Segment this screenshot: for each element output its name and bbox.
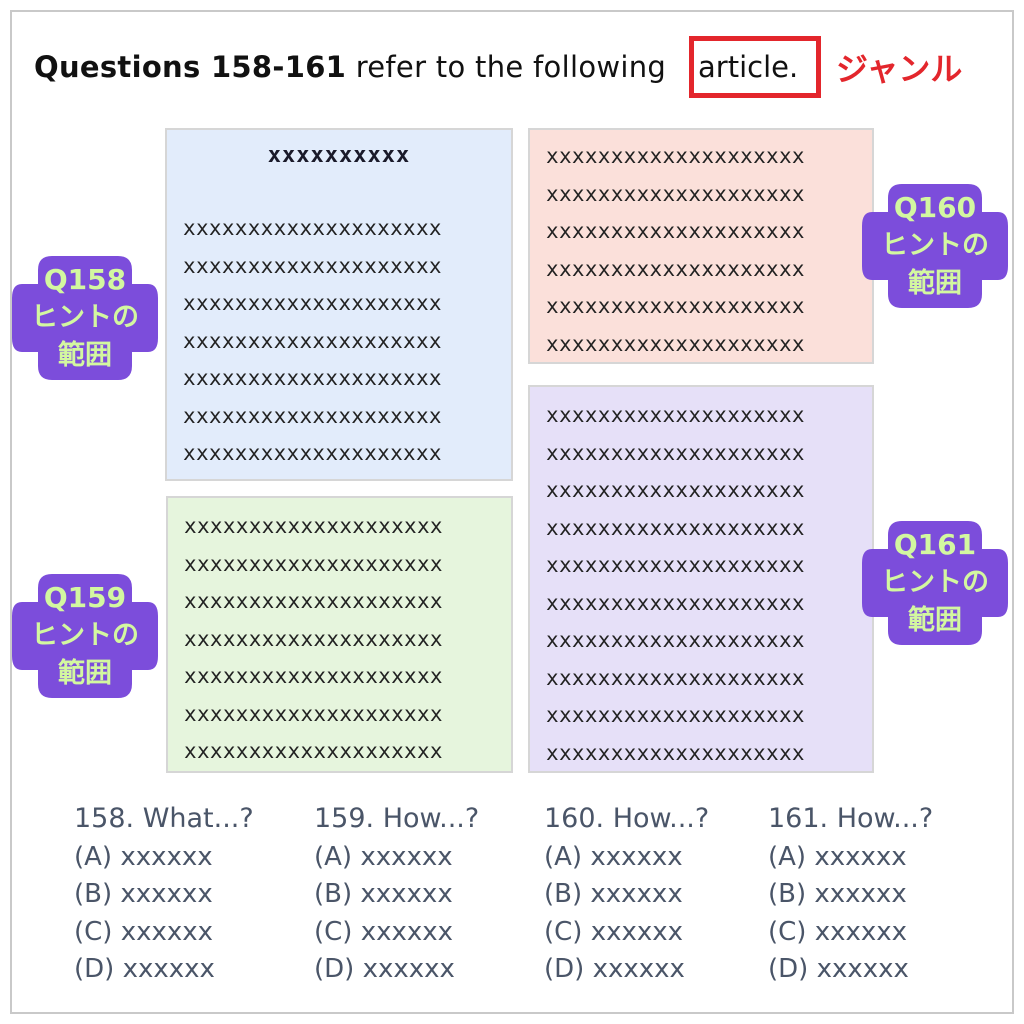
passage-line: xxxxxxxxxxxxxxxxxxxx (184, 739, 443, 763)
answer-choice-a[interactable]: (A) xxxxxx (768, 841, 907, 872)
hint-badge-q158: Q158 ヒントの 範囲 (8, 250, 162, 386)
hint-text: ヒントの (881, 230, 989, 261)
answer-choice-c[interactable]: (C) xxxxxx (74, 916, 214, 947)
heading-question-range: Questions 158-161 (34, 50, 347, 84)
passage-line: xxxxxxxxxxxxxxxxxxxx (546, 628, 805, 652)
question-stem: 160. How...? (544, 803, 710, 834)
hint-text: ヒントの (881, 567, 989, 598)
passage-block-q161: xxxxxxxxxxxxxxxxxxxx xxxxxxxxxxxxxxxxxxx… (528, 385, 874, 773)
answer-choice-c[interactable]: (C) xxxxxx (768, 916, 908, 947)
passage-line: xxxxxxxxxxxxxxxxxxxx (546, 403, 805, 427)
hint-text: ヒントの (31, 620, 139, 651)
hint-question-number: Q159 (43, 581, 127, 614)
hint-badge-q160: Q160 ヒントの 範囲 (858, 178, 1012, 314)
hint-badge-shape (12, 256, 158, 380)
passage-line: xxxxxxxxxxxxxxxxxxxx (183, 403, 442, 428)
passage-line: xxxxxxxxxxxxxxxxxxxx (546, 331, 805, 356)
passage-block-q160: xxxxxxxxxxxxxxxxxxxx xxxxxxxxxxxxxxxxxxx… (528, 128, 874, 364)
hint-text: 範囲 (908, 268, 962, 299)
answer-choice-d[interactable]: (D) xxxxxx (768, 954, 909, 984)
passage-line: xxxxxxxxxxxxxxxxxxxx (184, 514, 443, 538)
question-158: 158. What...? (A) xxxxxx (B) xxxxxx (C) … (74, 800, 254, 989)
answer-choice-d[interactable]: (D) xxxxxx (314, 954, 455, 984)
question-160: 160. How...? (A) xxxxxx (B) xxxxxx (C) x… (544, 800, 709, 989)
genre-label: ジャンル (836, 50, 963, 88)
hint-badge-shape (12, 574, 158, 698)
question-stem: 159. How...? (314, 803, 480, 834)
passage-line: xxxxxxxxxxxxxxxxxxxx (546, 553, 805, 577)
passage-line: xxxxxxxxxxxxxxxxxxxx (183, 216, 442, 240)
passage-line: xxxxxxxxxxxxxxxxxxxx (184, 701, 443, 726)
passage-line: xxxxxxxxxxxxxxxxxxxx (546, 665, 805, 690)
passage-line: xxxxxxxxxxxxxxxxxxxx (184, 551, 443, 576)
answer-choice-a[interactable]: (A) xxxxxx (544, 841, 683, 872)
passage-block-q159: xxxxxxxxxxxxxxxxxxxx xxxxxxxxxxxxxxxxxxx… (166, 496, 513, 773)
passage-line: xxxxxxxxxxxxxxxxxxxx (546, 181, 805, 206)
genre-highlight-box (689, 36, 821, 98)
answer-choice-c[interactable]: (C) xxxxxx (314, 916, 454, 947)
answer-choice-c[interactable]: (C) xxxxxx (544, 916, 684, 947)
page-frame (10, 10, 1014, 1014)
hint-badge-q159: Q159 ヒントの 範囲 (8, 568, 162, 704)
hint-badge-shape (862, 184, 1008, 308)
passage-line: xxxxxxxxxxxxxxxxxxxx (546, 515, 805, 540)
passage-title: xxxxxxxxxx (267, 143, 411, 168)
heading-boxed-word: article. (698, 50, 799, 84)
heading-text: refer to the following (346, 50, 667, 84)
answer-choice-a[interactable]: (A) xxxxxx (314, 841, 453, 872)
answer-choice-a[interactable]: (A) xxxxxx (74, 841, 213, 872)
passage-line: xxxxxxxxxxxxxxxxxxxx (546, 740, 805, 765)
answer-choice-b[interactable]: (B) xxxxxx (768, 879, 907, 909)
passage-line: xxxxxxxxxxxxxxxxxxxx (546, 294, 805, 318)
hint-badge-label: Q158 ヒントの 範囲 (8, 250, 162, 386)
passage-line: xxxxxxxxxxxxxxxxxxxx (183, 328, 442, 353)
passage-line: xxxxxxxxxxxxxxxxxxxx (183, 366, 442, 390)
hint-badge-label: Q159 ヒントの 範囲 (8, 568, 162, 704)
question-159: 159. How...? (A) xxxxxx (B) xxxxxx (C) x… (314, 800, 479, 989)
passage-line: xxxxxxxxxxxxxxxxxxxx (183, 441, 442, 465)
passage-line: xxxxxxxxxxxxxxxxxxxx (546, 478, 805, 502)
instruction-heading: Questions 158-161 refer to the following (34, 50, 666, 84)
hint-question-number: Q158 (43, 263, 127, 296)
passage-line: xxxxxxxxxxxxxxxxxxxx (183, 253, 442, 278)
passage-line: xxxxxxxxxxxxxxxxxxxx (183, 291, 442, 315)
answer-choice-b[interactable]: (B) xxxxxx (74, 879, 213, 909)
question-161: 161. How...? (A) xxxxxx (B) xxxxxx (C) x… (768, 800, 933, 989)
hint-badge-label: Q160 ヒントの 範囲 (858, 178, 1012, 314)
passage-line: xxxxxxxxxxxxxxxxxxxx (546, 256, 805, 281)
hint-text: ヒントの (31, 302, 139, 333)
hint-badge-shape (862, 521, 1008, 645)
passage-line: xxxxxxxxxxxxxxxxxxxx (546, 144, 805, 168)
answer-choice-d[interactable]: (D) xxxxxx (74, 954, 215, 984)
hint-badge-q161: Q161 ヒントの 範囲 (858, 515, 1012, 651)
passage-line: xxxxxxxxxxxxxxxxxxxx (546, 703, 805, 727)
passage-line: xxxxxxxxxxxxxxxxxxxx (546, 219, 805, 243)
answer-choice-b[interactable]: (B) xxxxxx (314, 879, 453, 909)
hint-badge-label: Q161 ヒントの 範囲 (858, 515, 1012, 651)
answer-choice-d[interactable]: (D) xxxxxx (544, 954, 685, 984)
passage-line: xxxxxxxxxxxxxxxxxxxx (184, 589, 443, 613)
passage-line: xxxxxxxxxxxxxxxxxxxx (184, 626, 443, 651)
hint-text: 範囲 (58, 658, 112, 689)
passage-line: xxxxxxxxxxxxxxxxxxxx (546, 590, 805, 615)
passage-line: xxxxxxxxxxxxxxxxxxxx (546, 440, 805, 465)
question-stem: 161. How...? (768, 803, 934, 834)
hint-text: 範囲 (58, 340, 112, 371)
hint-question-number: Q160 (893, 191, 977, 224)
answer-choice-b[interactable]: (B) xxxxxx (544, 879, 683, 909)
passage-block-q158: xxxxxxxxxx xxxxxxxxxxxxxxxxxxxx xxxxxxxx… (165, 128, 513, 481)
question-stem: 158. What...? (74, 803, 254, 834)
hint-text: 範囲 (908, 605, 962, 636)
hint-question-number: Q161 (893, 528, 977, 561)
passage-line: xxxxxxxxxxxxxxxxxxxx (184, 664, 443, 688)
